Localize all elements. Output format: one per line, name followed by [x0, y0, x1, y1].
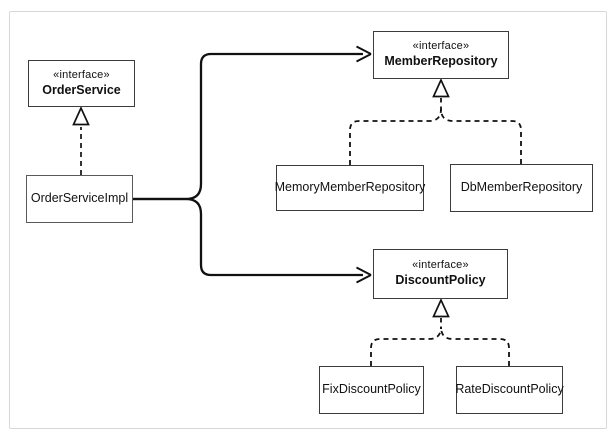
class-box-member-repository: «interface» MemberRepository	[373, 31, 509, 79]
class-box-discount-policy: «interface» DiscountPolicy	[373, 249, 508, 299]
class-name-order-service-impl: OrderServiceImpl	[30, 191, 129, 206]
class-box-rate-discount-policy: RateDiscountPolicy	[455, 366, 564, 414]
dependency-arrow-member-repository	[133, 45, 372, 201]
class-box-memory-member-repository: MemoryMemberRepository	[274, 165, 426, 211]
realization-tree-discount-policy	[370, 297, 510, 366]
class-name-order-service: OrderService	[42, 82, 121, 97]
realization-tree-member-repository	[349, 77, 522, 165]
class-name-discount-policy: DiscountPolicy	[395, 273, 486, 288]
class-name-rate-discount-policy: RateDiscountPolicy	[455, 382, 564, 397]
class-name-fix-discount-policy: FixDiscountPolicy	[322, 382, 421, 397]
stereotype-label: «interface»	[412, 40, 470, 53]
class-name-db-member-repository: DbMemberRepository	[460, 180, 583, 195]
class-name-member-repository: MemberRepository	[384, 54, 498, 69]
realization-arrow-order-service	[72, 105, 90, 175]
class-box-fix-discount-policy: FixDiscountPolicy	[319, 366, 424, 414]
stereotype-label: «interface»	[53, 68, 110, 81]
dependency-arrow-discount-policy	[133, 197, 372, 284]
stereotype-label: «interface»	[412, 259, 469, 272]
class-name-memory-member-repository: MemoryMemberRepository	[274, 180, 426, 195]
class-box-db-member-repository: DbMemberRepository	[450, 164, 593, 212]
class-box-order-service-impl: OrderServiceImpl	[26, 175, 133, 223]
class-box-order-service: «interface» OrderService	[28, 60, 135, 107]
